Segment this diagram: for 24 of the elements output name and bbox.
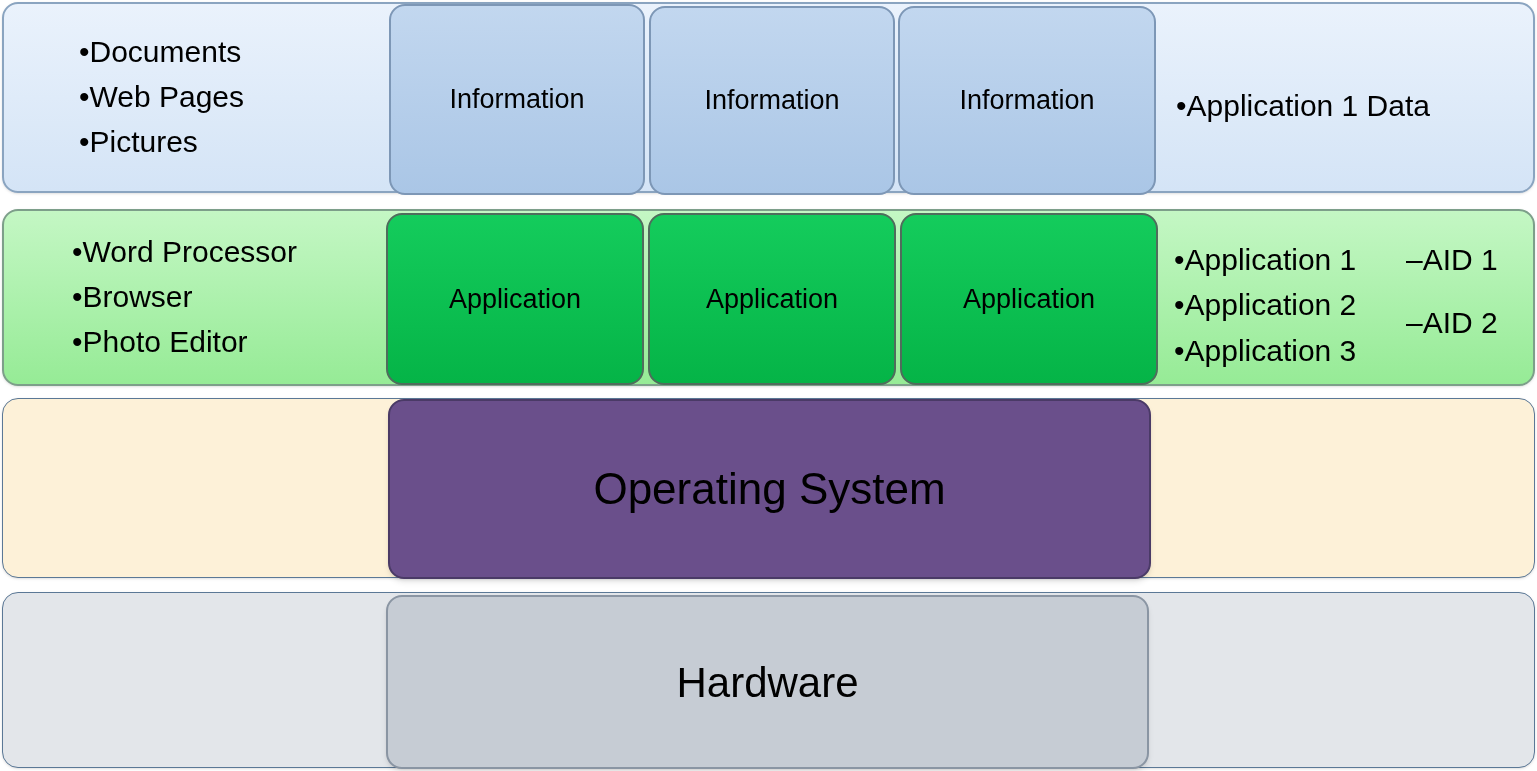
layer-box: Information	[898, 6, 1156, 195]
list-item: •Application 3	[1174, 333, 1357, 369]
list-item: •Documents	[79, 34, 242, 70]
layer-box: Application	[900, 213, 1158, 385]
layer-box: Application	[648, 213, 896, 385]
list-item: •Application 2	[1174, 287, 1357, 323]
list-item: •Word Processor	[72, 234, 297, 270]
layer-band	[2, 592, 1535, 768]
layer-band	[2, 398, 1535, 578]
list-item: •Application 1	[1174, 242, 1357, 278]
layer-box: Information	[389, 4, 645, 195]
layer-box: Application	[386, 213, 644, 385]
layer-band	[2, 209, 1535, 386]
layer-box: Hardware	[386, 595, 1149, 769]
layer-band	[2, 2, 1535, 193]
layer-box: Information	[649, 6, 895, 195]
list-item: •Application 1 Data	[1176, 88, 1430, 124]
list-item: •Pictures	[79, 124, 198, 160]
list-item: –AID 1	[1406, 242, 1498, 278]
list-item: •Browser	[72, 279, 193, 315]
list-item: –AID 2	[1406, 305, 1498, 341]
list-item: •Photo Editor	[72, 324, 248, 360]
list-item: •Web Pages	[79, 79, 245, 115]
layer-box: Operating System	[388, 399, 1151, 579]
